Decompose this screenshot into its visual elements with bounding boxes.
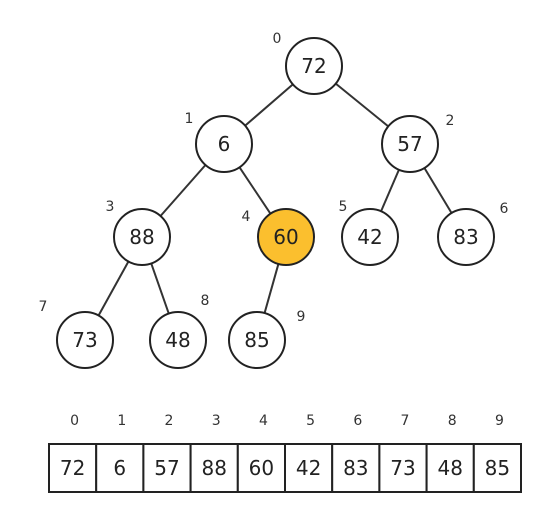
array-cell-box xyxy=(142,443,192,493)
node-circle xyxy=(113,208,171,266)
node-value: 88 xyxy=(129,225,154,249)
array-index-label: 8 xyxy=(448,413,457,429)
node-circle xyxy=(437,208,495,266)
node-value: 6 xyxy=(218,132,231,156)
tree-edge xyxy=(97,261,130,316)
array-index-label: 2 xyxy=(165,413,174,429)
node-value: 48 xyxy=(165,328,190,352)
tree-node-8: 48 8 xyxy=(149,293,210,369)
node-value: 85 xyxy=(244,328,269,352)
node-circle xyxy=(195,115,253,173)
node-index-label: 5 xyxy=(339,199,348,215)
node-index-label: 8 xyxy=(201,293,210,309)
tree-node-9: 85 9 xyxy=(228,309,306,369)
node-value: 73 xyxy=(72,328,97,352)
array-cell-box xyxy=(472,443,522,493)
array-index-label: 5 xyxy=(306,413,315,429)
array-cell-box xyxy=(189,443,239,493)
tree-node-2: 57 2 xyxy=(381,113,455,173)
array-index-label: 6 xyxy=(353,413,362,429)
node-circle xyxy=(149,311,207,369)
array-cell-box xyxy=(95,443,145,493)
array-cell-value: 48 xyxy=(437,456,462,480)
array-cell-box xyxy=(378,443,428,493)
array-cell-box xyxy=(425,443,475,493)
tree-edge xyxy=(263,263,280,314)
array-cell-box xyxy=(284,443,334,493)
tree-edge xyxy=(335,82,389,128)
array-cell-5: 42 5 xyxy=(284,413,334,493)
array-index-label: 9 xyxy=(495,413,504,429)
node-circle xyxy=(228,311,286,369)
tree-edge xyxy=(159,164,207,217)
array-cell-2: 57 2 xyxy=(142,413,192,493)
tree-node-5: 42 5 xyxy=(339,199,399,266)
node-index-label: 9 xyxy=(297,309,306,325)
array-cell-7: 73 7 xyxy=(378,413,428,493)
array-cell-6: 83 6 xyxy=(331,413,381,493)
array-cell-3: 88 3 xyxy=(189,413,239,493)
array-cell-value: 57 xyxy=(154,456,179,480)
node-index-label: 3 xyxy=(106,199,115,215)
node-index-label: 0 xyxy=(273,31,282,47)
array-index-label: 0 xyxy=(70,413,79,429)
node-circle xyxy=(381,115,439,173)
tree-node-7: 73 7 xyxy=(39,299,114,369)
node-circle xyxy=(56,311,114,369)
array-index-label: 4 xyxy=(259,413,268,429)
node-value: 60 xyxy=(273,225,298,249)
node-index-label: 6 xyxy=(500,201,509,217)
array-cell-value: 60 xyxy=(249,456,274,480)
tree-node-6: 83 6 xyxy=(437,201,509,266)
array-cell-8: 48 8 xyxy=(425,413,475,493)
node-circle xyxy=(285,37,343,95)
array-cell-value: 83 xyxy=(343,456,368,480)
array-index-label: 7 xyxy=(401,413,410,429)
tree-node-0: 72 0 xyxy=(273,31,343,95)
tree-edge xyxy=(150,263,170,314)
array-cell-value: 85 xyxy=(485,456,510,480)
tree-edge xyxy=(238,166,272,215)
node-value: 57 xyxy=(397,132,422,156)
array-cell-4: 60 4 xyxy=(236,413,287,493)
array-cell-value: 6 xyxy=(113,456,126,480)
tree-node-1: 61 xyxy=(185,111,253,173)
tree-edge xyxy=(380,169,400,212)
tree-node-3: 88 3 xyxy=(106,199,171,266)
array-cell-box xyxy=(331,443,381,493)
array-cell-0: 72 0 xyxy=(48,413,98,493)
array-cell-value: 72 xyxy=(60,456,85,480)
node-value: 42 xyxy=(357,225,382,249)
tree-node-4: 60 4 xyxy=(242,208,315,266)
array-cell-value: 88 xyxy=(201,456,226,480)
node-index-label: 2 xyxy=(446,113,455,129)
node-index-label: 1 xyxy=(185,111,194,127)
highlighted-node-circle xyxy=(257,208,315,266)
array-index-label: 3 xyxy=(212,413,221,429)
node-index-label: 4 xyxy=(242,209,251,225)
node-value: 83 xyxy=(453,225,478,249)
node-value: 72 xyxy=(301,54,326,78)
tree-edge xyxy=(244,83,294,127)
tree-edges xyxy=(97,82,453,316)
node-index-label: 7 xyxy=(39,299,48,315)
array-cell-1: 61 xyxy=(95,413,145,493)
array-cell-value: 73 xyxy=(390,456,415,480)
array-index-label: 1 xyxy=(117,413,126,429)
node-circle xyxy=(341,208,399,266)
array-cell-9: 85 9 xyxy=(472,413,522,493)
array-cell-value: 42 xyxy=(296,456,321,480)
tree-edge xyxy=(423,167,453,214)
